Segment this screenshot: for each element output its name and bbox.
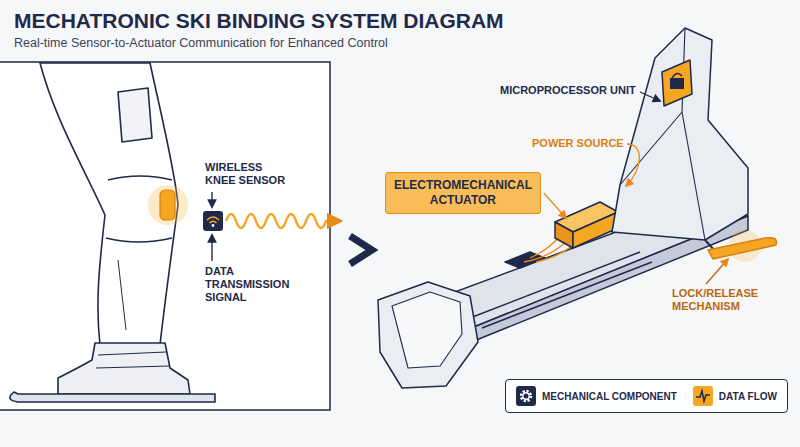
signal-label: DATA TRANSMISSION SIGNAL [205,265,297,304]
legend-text: DATA FLOW [719,391,777,402]
leg-figure [58,343,190,394]
sensor-arrows [211,192,212,207]
wireless-icon [212,224,215,227]
ski-binding [620,28,705,240]
legend-icon [696,391,710,401]
ski-binding [708,238,777,259]
actuator-box: ELECTROMECHANICAL ACTUATOR [385,172,541,214]
part-label: MICROPROCESSOR UNIT [500,84,650,97]
legend-item: DATA FLOW [693,386,777,406]
ski-binding [670,78,684,89]
wireless-icon [203,211,223,231]
knee-sensor [148,185,188,225]
sensor-arrows [211,192,212,261]
legend-icon [516,386,536,406]
ski-binding [392,292,462,368]
leader-line [544,193,566,218]
ski-binding [470,252,652,328]
leader-lines [626,92,728,284]
sensor-arrows [211,235,212,261]
leg-figure [10,63,215,402]
leg-figure [118,260,126,330]
part-label: POWER SOURCE [532,137,642,150]
ski-binding [555,222,573,248]
ski-binding [573,212,618,248]
leader-lines [706,259,728,284]
subtitle: Real-time Sensor-to-Actuator Communicati… [14,37,574,50]
box-text: ELECTROMECHANICAL ACTUATOR [394,178,532,208]
ski-binding [662,60,692,106]
leg-figure [106,238,172,242]
legend-item: MECHANICAL COMPONENT [516,386,677,406]
diagram-title: MECHATRONIC SKI BINDING SYSTEM DIAGRAM [14,8,504,34]
signal-wave [226,214,340,228]
leg-figure [118,88,152,142]
sensor-label: WIRELESS KNEE SENSOR [205,161,290,187]
transfer-chevron [350,236,372,264]
wireless-icon [207,217,219,223]
leader-lines [626,144,639,186]
ski-binding [378,282,478,388]
leg-figure [96,352,170,368]
legend-text: MECHANICAL COMPONENT [542,391,677,402]
wireless-icon [203,211,223,231]
signal-wave [226,214,340,228]
left-panel [0,62,330,410]
transfer-chevron [350,236,372,264]
legend-icon [523,393,529,399]
ski-binding [505,252,545,268]
legend-box: MECHANICAL COMPONENT DATA FLOW [505,379,788,413]
left-panel [0,62,330,410]
leg-figure [10,392,215,402]
leg-figure [108,176,172,180]
legend-icon [693,386,713,406]
ski-binding [672,73,682,78]
ski-binding [612,28,748,240]
actuator-leader [544,193,566,218]
ski-binding [378,28,777,388]
knee-sensor [160,190,175,220]
legend-icon [693,386,713,406]
legend-icon [521,391,531,401]
legend-icon [516,386,536,406]
leader-lines [640,92,660,101]
knee-sensor [148,185,188,225]
part-label: LOCK/RELEASE MECHANISM [672,287,782,313]
